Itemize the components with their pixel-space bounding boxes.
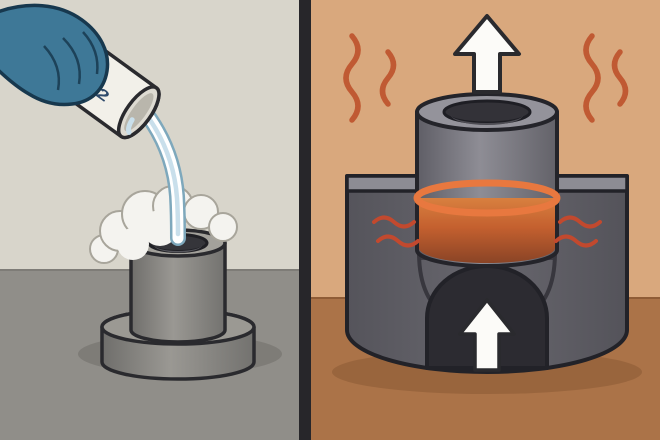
left-panel: LN₂	[0, 0, 302, 440]
glove-finger-line	[43, 45, 61, 91]
right-panel	[310, 0, 660, 440]
liquid-stream	[134, 100, 186, 246]
housing-rim-left	[345, 174, 419, 193]
panel-divider	[299, 0, 311, 440]
up-arrow-icon-top	[453, 14, 521, 94]
heat-waves	[343, 33, 629, 123]
gloved-hand	[0, 3, 110, 107]
sleeve-bore-inner-wall	[451, 115, 523, 125]
cup-liquid-lip	[125, 117, 135, 135]
vibration-squiggle-icon	[558, 215, 602, 229]
heat-wave-icon	[343, 33, 361, 123]
glove-finger-line	[62, 37, 81, 85]
heat-wave-icon	[583, 33, 601, 123]
vibration-squiggle-icon	[554, 234, 598, 248]
stream-highlight	[140, 107, 181, 237]
bushing-sleeve	[413, 92, 561, 268]
vapor-puff	[208, 212, 238, 242]
glove-finger-line	[82, 31, 99, 75]
vibration-squiggles	[372, 215, 602, 248]
vapor-puff	[117, 228, 149, 260]
hub-bore-inner-wall	[154, 245, 202, 253]
heat-wave-icon	[379, 49, 397, 107]
heat-wave-icon	[611, 49, 629, 107]
vapor-puff	[142, 210, 178, 246]
vibration-squiggle-icon	[376, 234, 420, 248]
up-arrow-icon-bottom	[458, 298, 516, 372]
housing-rim-right	[555, 174, 629, 193]
hub-cylinder-side	[129, 241, 227, 344]
vibration-squiggle-icon	[372, 215, 416, 229]
glow-ring	[413, 179, 561, 217]
